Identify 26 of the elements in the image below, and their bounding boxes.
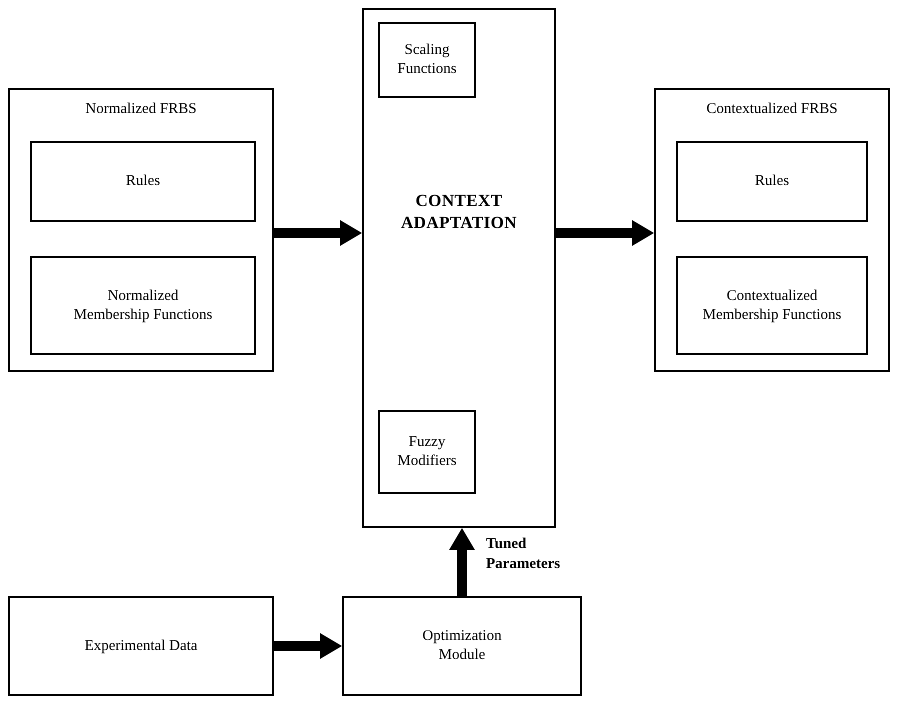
process-box [378,410,476,494]
group-title: Contextualized FRBS [706,100,838,119]
process-box [30,141,256,222]
box-label: Normalized Membership Functions [73,286,213,324]
box-label: Rules [126,172,160,191]
box-label: Fuzzy Modifiers [396,433,458,471]
process-box [378,22,476,98]
process-box [676,256,868,355]
group-box [362,8,556,528]
box-label: Scaling Functions [396,41,458,79]
process-box [676,141,868,222]
arrow [449,528,475,596]
group-box [654,88,890,372]
box-label: Optimization Module [421,627,503,665]
arrow [274,220,362,246]
box-label: Experimental Data [84,636,198,656]
process-box [8,596,274,696]
block-title: CONTEXT ADAPTATION [400,190,518,234]
group-box [8,88,274,372]
arrow [274,633,342,659]
process-box [342,596,582,696]
group-title: Normalized FRBS [85,100,197,119]
box-label: Rules [754,172,790,191]
box-label: Contextualized Membership Functions [702,286,842,324]
arrow [556,220,654,246]
process-box [30,256,256,355]
